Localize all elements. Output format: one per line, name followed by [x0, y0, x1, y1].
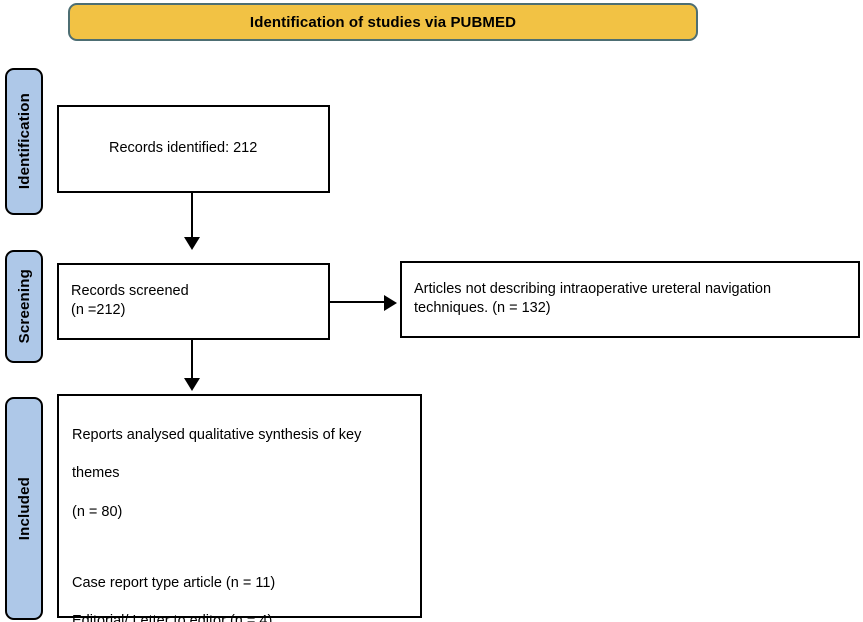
arrow-identified-to-screened-shaft: [191, 193, 193, 239]
breakdown-item-case-report: Case report type article (n = 11): [72, 575, 276, 591]
stage-label-included: Included: [5, 397, 43, 620]
node-reports-analysed-text: Reports analysed qualitative synthesis o…: [59, 396, 420, 622]
banner-identification-source: Identification of studies via PUBMED: [68, 3, 698, 41]
node-records-identified-text: Records identified: 212: [109, 140, 258, 157]
node-records-screened: Records screened (n =212): [57, 263, 330, 340]
stage-label-screening-text: Screening: [15, 269, 33, 344]
stage-label-included-text: Included: [15, 476, 33, 541]
node-articles-excluded-line1: Articles not describing intraoperative u…: [414, 281, 772, 297]
node-records-screened-line1: Records screened: [71, 283, 189, 299]
arrow-screened-to-excluded-head-icon: [384, 295, 397, 311]
node-reports-analysed-line3: (n = 80): [72, 503, 123, 520]
breakdown-item-editorial-letter: Editorial/ Letter to editor (n = 4): [72, 613, 273, 622]
node-reports-analysed-line2: themes: [72, 465, 120, 482]
arrow-screened-to-excluded-shaft: [330, 301, 386, 303]
banner-title: Identification of studies via PUBMED: [249, 13, 517, 31]
arrow-screened-to-included-head-icon: [184, 378, 200, 391]
node-articles-excluded-line2: techniques. (n = 132): [414, 300, 551, 317]
stage-label-identification-text: Identification: [15, 93, 33, 190]
node-articles-excluded-text: Articles not describing intraoperative u…: [402, 263, 858, 318]
node-reports-analysed: Reports analysed qualitative synthesis o…: [57, 394, 422, 622]
node-records-screened-line2: (n =212): [71, 302, 126, 319]
arrow-identified-to-screened-head-icon: [184, 237, 200, 250]
node-reports-analysed-spacer: [72, 541, 412, 555]
stage-label-identification: Identification: [5, 68, 43, 215]
node-reports-analysed-line1: Reports analysed qualitative synthesis o…: [72, 427, 362, 444]
arrow-screened-to-included-shaft: [191, 340, 193, 380]
stage-label-screening: Screening: [5, 250, 43, 363]
node-records-screened-text: Records screened (n =212): [59, 265, 328, 320]
node-articles-excluded: Articles not describing intraoperative u…: [400, 261, 860, 338]
node-records-identified: Records identified: 212: [57, 105, 330, 193]
